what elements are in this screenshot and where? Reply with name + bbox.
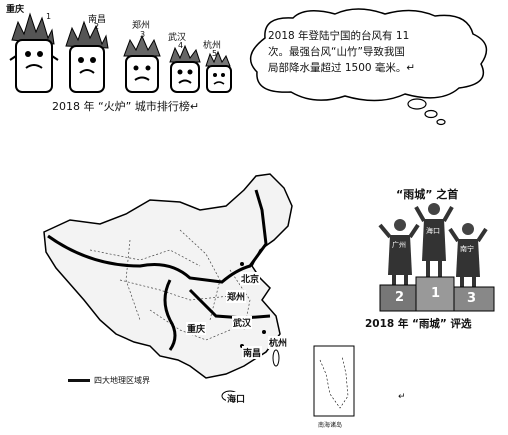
city-name-hangzhou: 杭州 bbox=[203, 41, 222, 51]
rain-city-caption: 2018 年 “雨城” 评选 bbox=[365, 318, 472, 330]
thought-cloud bbox=[249, 8, 488, 126]
figure-center bbox=[414, 203, 454, 277]
figure-label-right: 南宁 bbox=[460, 245, 474, 253]
mascot-chongqing bbox=[9, 12, 59, 93]
figure-label-left: 广州 bbox=[392, 241, 406, 249]
region-boundary-lines bbox=[47, 189, 271, 351]
china-map bbox=[43, 173, 355, 417]
podium-number-2: 2 bbox=[395, 290, 405, 305]
city-rank-hangzhou: 5 bbox=[212, 49, 218, 58]
map-label-nanchang: 南昌 bbox=[242, 346, 263, 359]
inset-caption: 南海诸岛 bbox=[318, 422, 343, 429]
map-label-haikou: 海口 bbox=[226, 392, 247, 405]
map-label-hangzhou: 杭州 bbox=[268, 336, 289, 349]
mascot-zhengzhou bbox=[123, 34, 161, 93]
figure-label-center: 海口 bbox=[426, 227, 440, 235]
city-rank-chongqing: 1 bbox=[46, 12, 52, 21]
podium-number-3: 3 bbox=[467, 291, 477, 306]
map-legend: 四大地理区域界 bbox=[68, 375, 150, 386]
city-name-chongqing: 重庆 bbox=[6, 5, 25, 15]
figure-left bbox=[378, 219, 420, 285]
legend-label: 四大地理区域界 bbox=[94, 376, 150, 385]
fire-ranking-caption: 2018 年 “火炉” 城市排行榜↵ bbox=[52, 100, 200, 113]
mascot-nanchang bbox=[65, 20, 109, 93]
rain-city-podium bbox=[378, 203, 495, 312]
podium-number-1: 1 bbox=[431, 286, 441, 301]
typhoon-note-line-1: 2018 年登陆宁国的台风有 11 bbox=[268, 30, 410, 42]
city-rank-nanchang: 2 bbox=[94, 22, 100, 31]
map-label-beijing: 北京 bbox=[240, 272, 261, 285]
city-name-nanchang: 南昌 bbox=[88, 15, 107, 25]
map-line-end: ↵ bbox=[398, 392, 406, 402]
typhoon-note-line-3: 局部降水量超过 1500 毫米。↵ bbox=[268, 62, 416, 74]
city-name-zhengzhou: 郑州 bbox=[132, 21, 151, 31]
map-label-zhengzhou: 郑州 bbox=[226, 290, 247, 303]
map-outline bbox=[43, 173, 293, 379]
figure-right bbox=[448, 223, 488, 287]
mascot-wuhan bbox=[169, 44, 201, 93]
fire-city-mascots bbox=[4, 0, 244, 100]
typhoon-note-line-2: 次。最强台风“山竹”导致我国 bbox=[268, 46, 405, 58]
map-label-chongqing: 重庆 bbox=[186, 322, 207, 335]
map-label-wuhan: 武汉 bbox=[232, 316, 253, 329]
rain-city-title: “雨城” 之首 bbox=[396, 188, 459, 201]
city-rank-wuhan: 4 bbox=[178, 41, 184, 50]
legend-line-swatch bbox=[68, 379, 90, 382]
mascot-hangzhou bbox=[205, 50, 232, 93]
city-rank-zhengzhou: 3 bbox=[140, 30, 146, 39]
city-name-wuhan: 武汉 bbox=[168, 33, 187, 43]
